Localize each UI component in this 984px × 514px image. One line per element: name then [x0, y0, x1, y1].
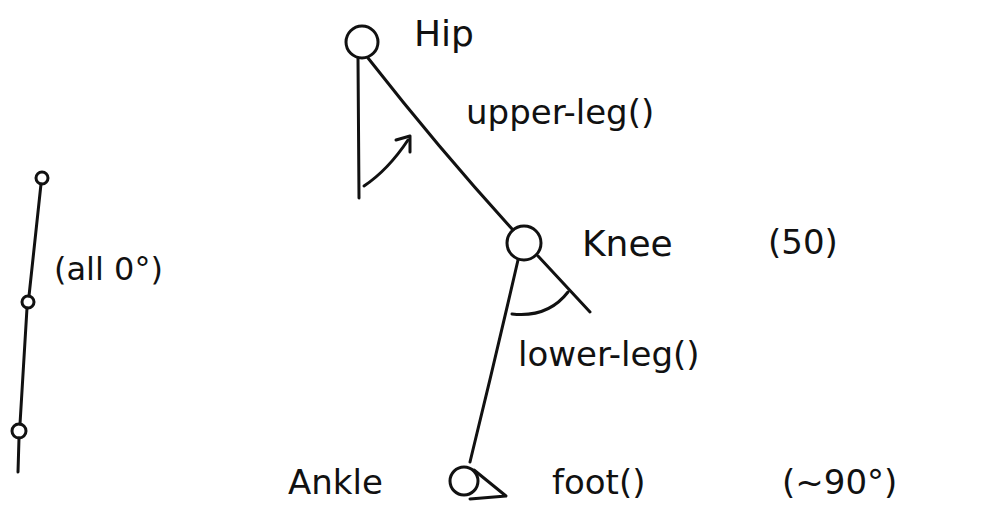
- lower-leg-line: [470, 260, 518, 462]
- joint-label: Knee: [582, 222, 673, 265]
- angle-note: (50): [768, 222, 838, 263]
- function-label: lower-leg(): [518, 334, 700, 375]
- hip-angle-arrow: [364, 140, 408, 186]
- function-label: foot(): [552, 462, 645, 503]
- foot-shape: [470, 470, 506, 499]
- upper-leg-line: [368, 58, 513, 230]
- function-label: upper-leg(): [466, 92, 654, 133]
- knee-angle-arc: [512, 292, 568, 315]
- hip-joint: [346, 26, 378, 58]
- angle-note: (~90°): [782, 462, 897, 503]
- hip-angle-arrowhead: [396, 136, 410, 152]
- knee-joint: [507, 226, 541, 260]
- straight-leg-figure: [12, 172, 48, 472]
- joint-label: Hip: [414, 12, 474, 55]
- joint-label: Ankle: [288, 462, 383, 503]
- knee-extension-line: [538, 256, 590, 312]
- vertical-reference: [358, 58, 359, 198]
- angle-note: (all 0°): [54, 250, 163, 288]
